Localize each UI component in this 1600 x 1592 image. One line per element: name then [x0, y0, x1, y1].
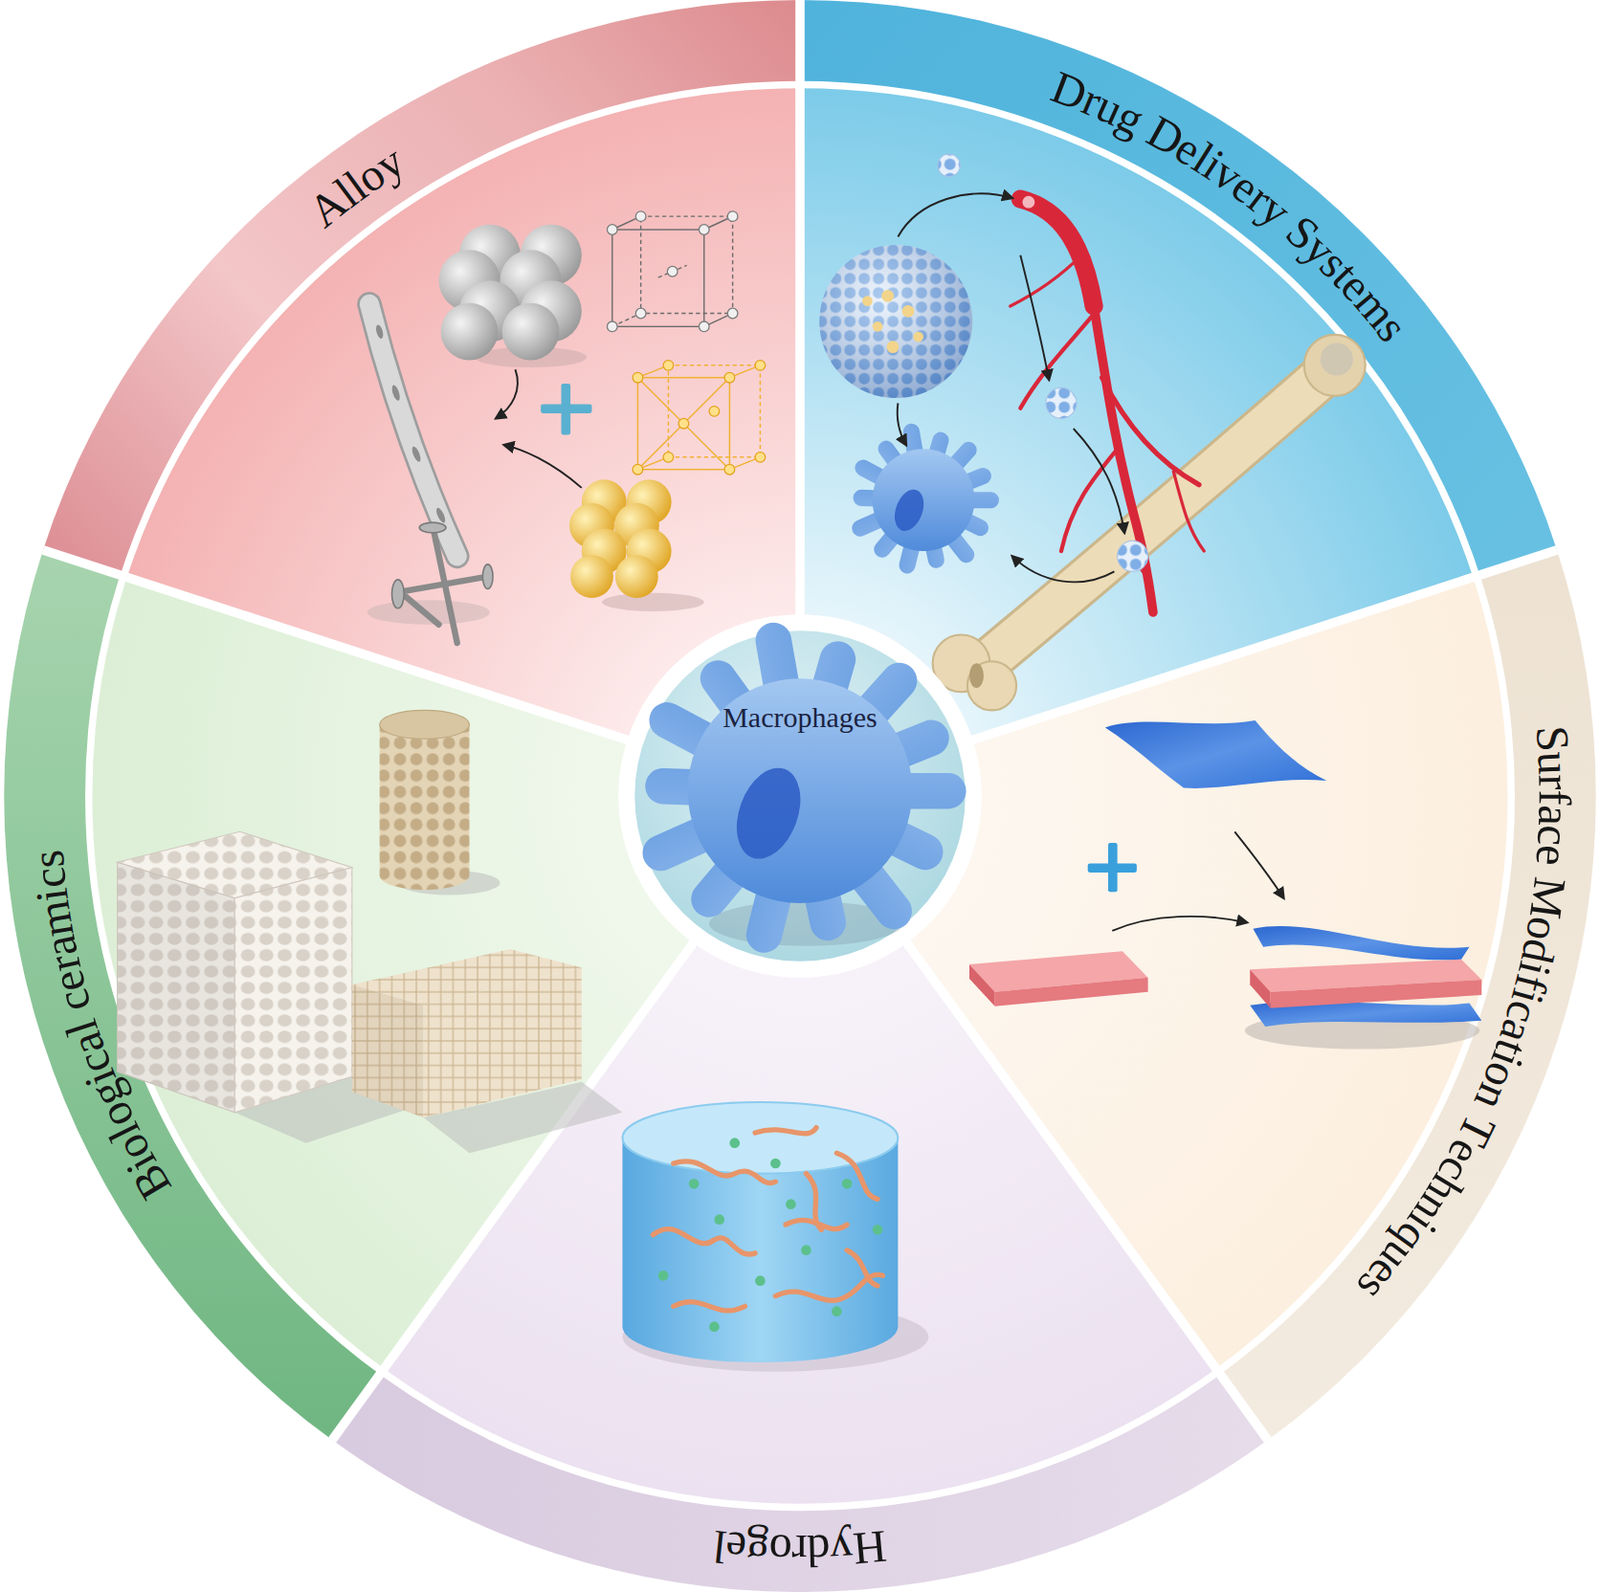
biological-ceramics-illustration	[117, 710, 623, 1154]
glyph: r	[1532, 774, 1578, 791]
hydrogel-illustration	[622, 1102, 929, 1373]
category-band: Biological ceramics	[0, 833, 191, 1218]
glyph: c	[1530, 823, 1578, 847]
inner-panels	[43, 0, 1557, 1508]
glyph: e	[724, 1524, 749, 1573]
glyph: f	[1532, 789, 1578, 805]
alloy-illustration	[367, 211, 766, 644]
center-illustration	[618, 614, 982, 978]
glyph: e	[1529, 844, 1578, 868]
center-label: Macrophages	[618, 700, 982, 735]
glyph: y	[829, 1526, 856, 1574]
band-title: Surface Modification Techniques	[1400, 730, 1600, 1330]
glyph: S	[1529, 724, 1578, 754]
glyph: M	[1522, 874, 1574, 922]
glyph: u	[1531, 750, 1578, 776]
glyph: d	[806, 1527, 831, 1575]
glyph: r	[792, 1528, 808, 1575]
glyph: g	[745, 1526, 772, 1574]
category-band: Hydrogel	[707, 1513, 892, 1578]
glyph: s	[23, 848, 71, 871]
glyph: a	[1532, 803, 1579, 826]
glyph: H	[851, 1523, 889, 1573]
band-title: Hydrogel	[712, 1528, 887, 1575]
center-circle: Macrophages	[618, 614, 982, 978]
category-band: Alloy	[293, 129, 424, 247]
outer-bands	[3, 0, 1596, 1592]
band-title: Biological ceramics	[3, 848, 161, 1212]
glyph: o	[768, 1527, 793, 1575]
band-title: Drug Delivery Systems	[1055, 40, 1432, 332]
surface-modification-illustration	[969, 720, 1482, 1049]
category-band: Drug Delivery Systems	[1028, 33, 1439, 365]
drug-delivery-illustration	[819, 154, 1365, 711]
glyph: m	[29, 897, 81, 941]
category-band: Surface Modification Techniques	[1334, 703, 1600, 1336]
band-title: Alloy	[300, 135, 413, 235]
